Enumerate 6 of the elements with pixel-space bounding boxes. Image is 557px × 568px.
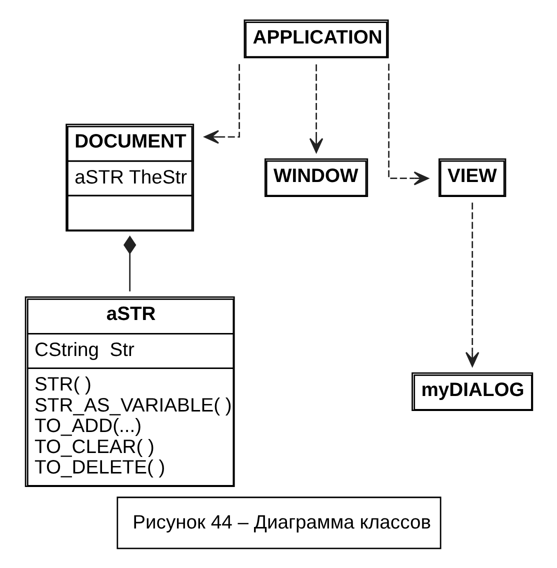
arrow (464, 202, 479, 367)
arrow (388, 64, 428, 186)
caption: Рисунок 44 – Диаграмма классов (132, 512, 431, 534)
arrow (203, 64, 240, 144)
arrow (308, 64, 323, 154)
connector (123, 235, 136, 292)
